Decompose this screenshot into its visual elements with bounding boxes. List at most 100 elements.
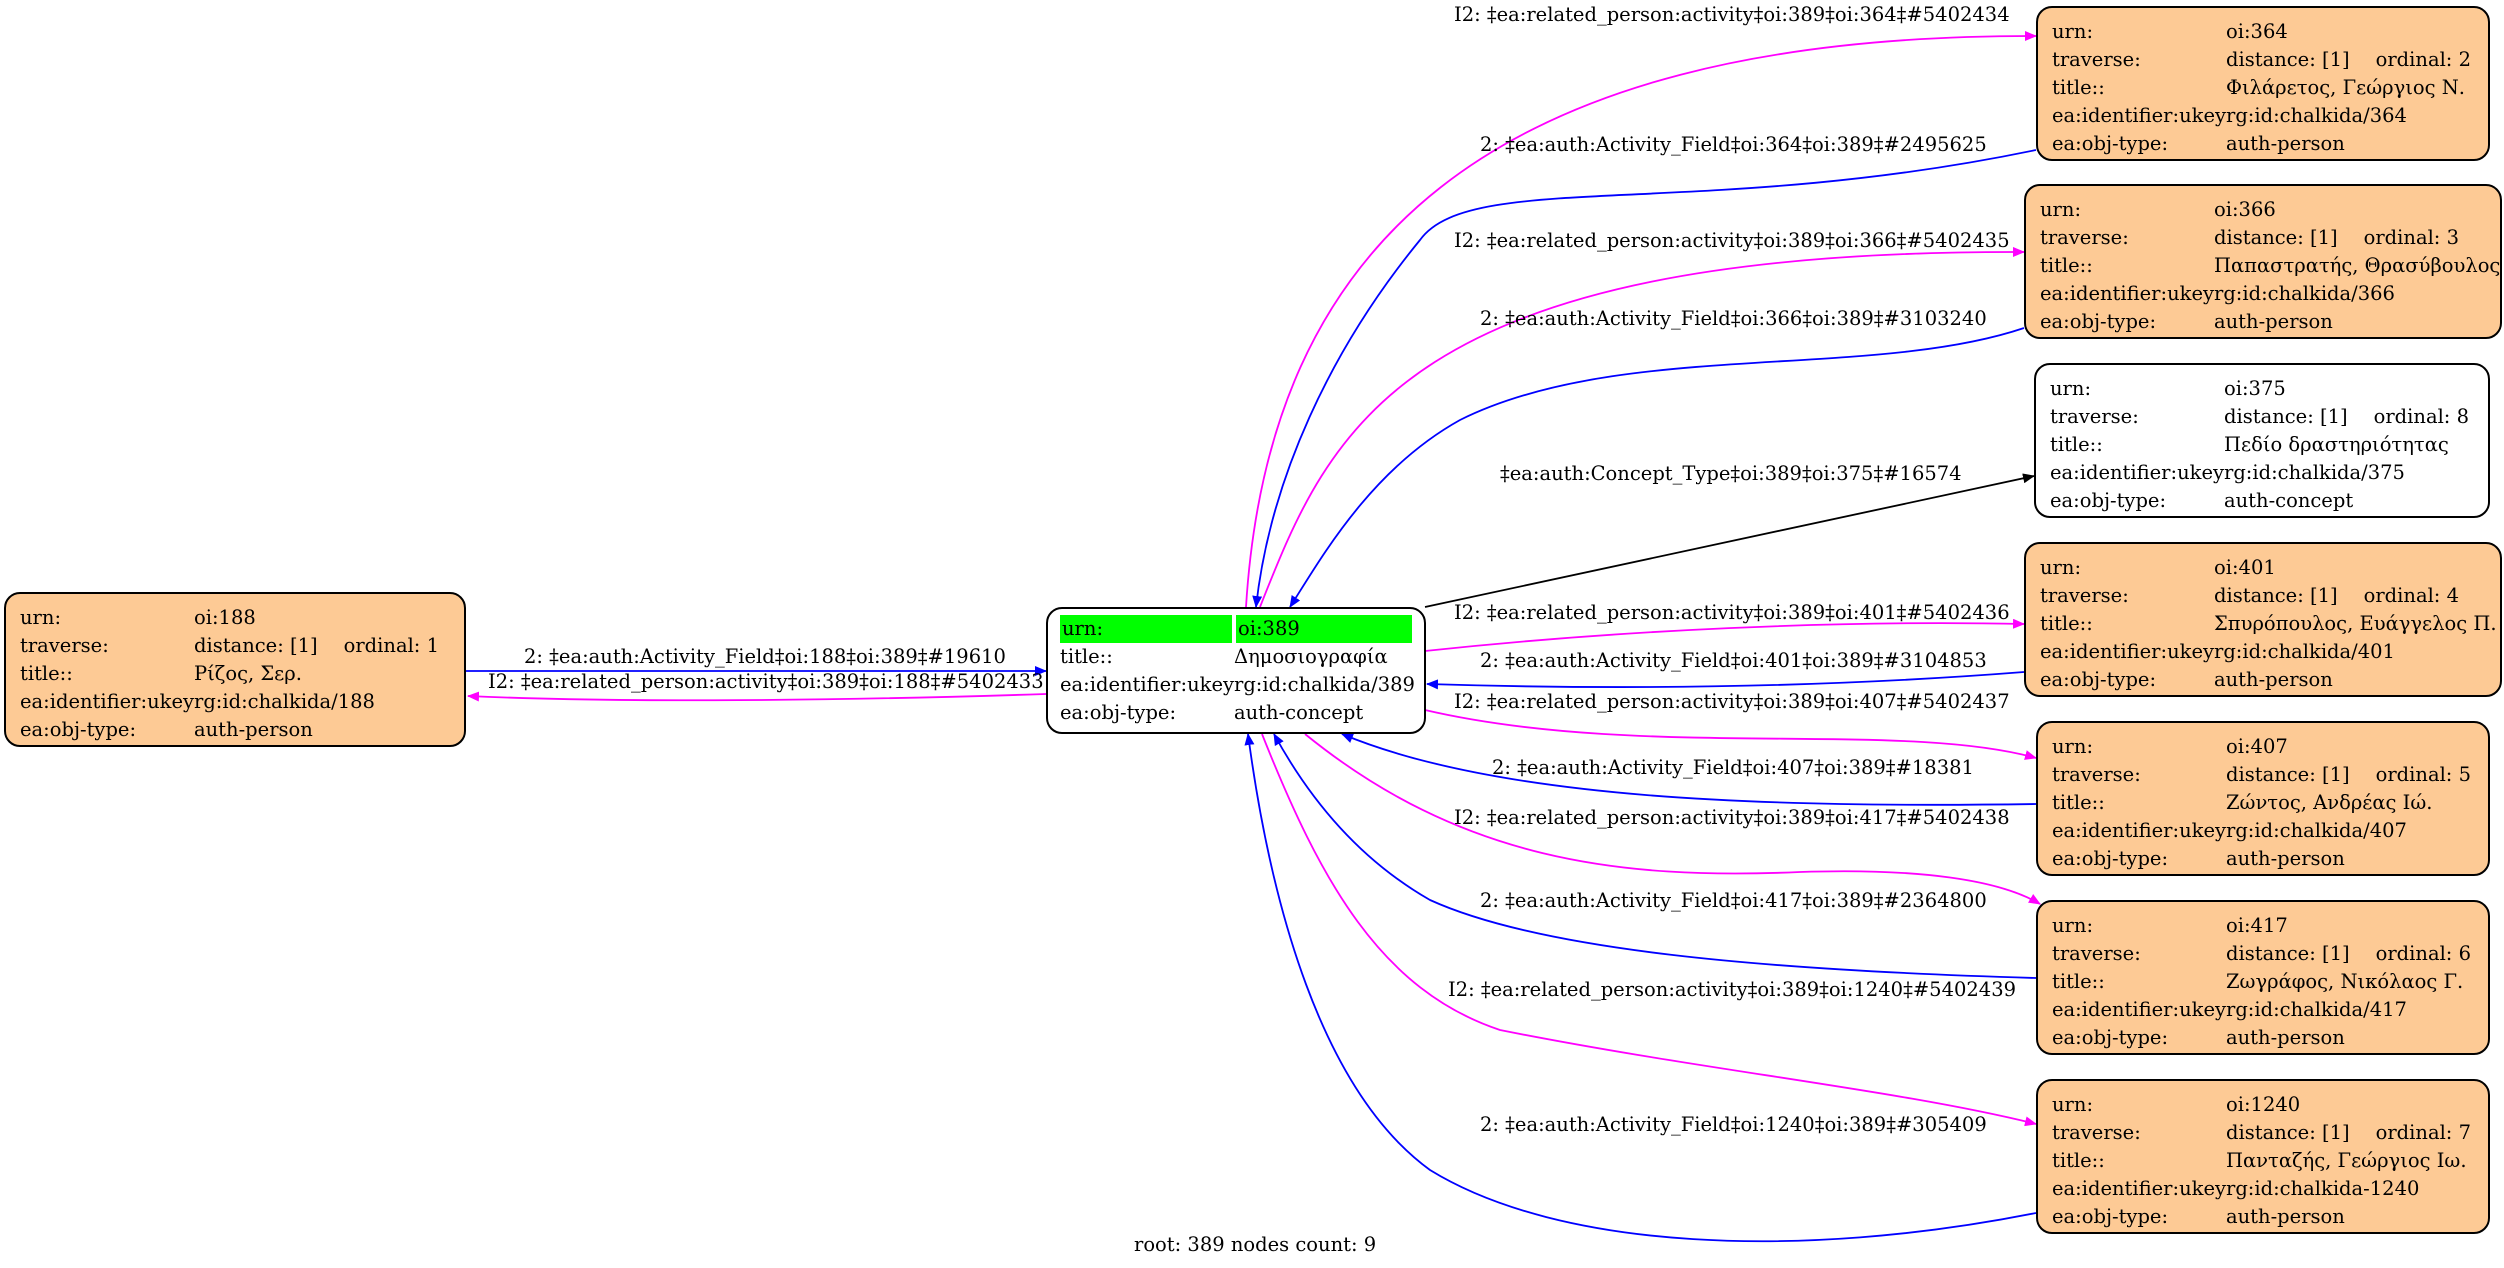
edge-label-activity-407: 2: ‡ea:auth:Activity_Field‡oi:407‡oi:389… (1492, 756, 1974, 779)
edge-related-407 (1424, 709, 2037, 760)
objtype-label: ea:obj-type: (1060, 701, 1177, 724)
urn-label: urn: (2052, 735, 2094, 758)
ukey-label: ea:identifier:ukey (2040, 282, 2214, 305)
edge-activity-401 (1426, 671, 2025, 690)
ordinal-value: ordinal: 1 (343, 634, 439, 657)
distance-value: distance: [1] (2224, 405, 2348, 428)
distance-value: distance: [1] (194, 634, 318, 657)
ordinal-value: ordinal: 6 (2375, 942, 2471, 965)
distance-value: distance: [1] (2214, 226, 2338, 249)
title-label: title:: (2052, 1149, 2105, 1172)
objtype-label: ea:obj-type: (2050, 489, 2167, 512)
edge-activity-417 (1273, 733, 2037, 979)
title-label: title:: (2040, 254, 2093, 277)
objtype-label: ea:obj-type: (2052, 1026, 2169, 1049)
title-label: title:: (2050, 433, 2103, 456)
ukey-value: rg:id:chalkida/417 (2226, 998, 2407, 1021)
ukey-value: rg:id:chalkida/188 (194, 690, 375, 713)
title-value: Φιλάρετος, Γεώργιος Ν. (2226, 76, 2465, 99)
edge-activity-364 (1252, 149, 2037, 608)
ukey-value: rg:id:chalkida/401 (2214, 640, 2395, 663)
title-value: Σπυρόπουλος, Ευάγγελος Π. (2214, 612, 2497, 635)
urn-label: urn: (2040, 198, 2082, 221)
urn-value: oi:401 (2214, 556, 2276, 579)
node-oi-364[interactable]: urn: oi:364 traverse: distance: [1] ordinal… (2036, 6, 2490, 161)
edge-related-417 (1304, 733, 2041, 905)
urn-label: urn: (2052, 20, 2094, 43)
objtype-value: auth-person (2226, 132, 2345, 155)
edge-label-type-375: ‡ea:auth:Concept_Type‡oi:389‡oi:375‡#165… (1500, 462, 1962, 485)
objtype-value: auth-person (2226, 847, 2345, 870)
urn-value: oi:417 (2226, 914, 2288, 937)
edge-related-188 (467, 691, 1047, 702)
objtype-value: auth-person (194, 718, 313, 741)
ukey-value: rg:id:chalkida/407 (2226, 819, 2407, 842)
traverse-label: traverse: (2040, 584, 2129, 607)
ordinal-value: ordinal: 8 (2373, 405, 2469, 428)
urn-label: urn: (2050, 377, 2092, 400)
objtype-label: ea:obj-type: (2052, 132, 2169, 155)
ukey-label: ea:identifier:ukey (2052, 104, 2226, 127)
urn-label: urn: (2052, 1093, 2094, 1116)
urn-label: urn: (1060, 615, 1232, 643)
objtype-value: auth-person (2226, 1205, 2345, 1228)
node-oi-375[interactable]: urn: oi:375 traverse: distance: [1] ordinal… (2034, 363, 2490, 518)
title-label: title:: (20, 662, 73, 685)
distance-value: distance: [1] (2226, 1121, 2350, 1144)
edge-activity-407 (1341, 733, 2037, 806)
urn-label: urn: (2052, 914, 2094, 937)
node-oi-1240[interactable]: urn:oi:1240 traverse:distance: [1]ordina… (2036, 1079, 2490, 1234)
ordinal-value: ordinal: 3 (2363, 226, 2459, 249)
urn-value: oi:375 (2224, 377, 2286, 400)
urn-value: oi:407 (2226, 735, 2288, 758)
node-oi-417[interactable]: urn:oi:417 traverse:distance: [1]ordinal… (2036, 900, 2490, 1055)
ukey-value: rg:id:chalkida/366 (2214, 282, 2395, 305)
edge-related-401 (1424, 618, 2025, 652)
node-oi-401[interactable]: urn:oi:401 traverse:distance: [1]ordinal… (2024, 542, 2502, 697)
urn-value: oi:364 (2226, 20, 2288, 43)
title-value: Ζώντος, Ανδρέας Ιώ. (2226, 791, 2433, 814)
edge-label-activity-364: 2: ‡ea:auth:Activity_Field‡oi:364‡oi:389… (1480, 133, 1987, 156)
objtype-label: ea:obj-type: (2040, 310, 2157, 333)
title-label: title:: (2040, 612, 2093, 635)
objtype-value: auth-person (2226, 1026, 2345, 1049)
edge-label-related-188: I2: ‡ea:related_person:activity‡oi:389‡o… (488, 670, 1044, 693)
urn-label: urn: (20, 606, 62, 629)
ukey-value: rg:id:chalkida/364 (2226, 104, 2407, 127)
urn-value: oi:188 (194, 606, 256, 629)
traverse-label: traverse: (2040, 226, 2129, 249)
traverse-label: traverse: (2050, 405, 2139, 428)
edge-label-related-417: I2: ‡ea:related_person:activity‡oi:389‡o… (1454, 806, 2010, 829)
ordinal-value: ordinal: 2 (2375, 48, 2471, 71)
edge-activity-366 (1289, 327, 2025, 608)
root-node-oi-389[interactable]: urn:oi:389 title::Δημοσιογραφία ea:ident… (1046, 607, 1426, 734)
title-value: Πανταζής, Γεώργιος Ιω. (2226, 1149, 2467, 1172)
distance-value: distance: [1] (2226, 763, 2350, 786)
distance-value: distance: [1] (2226, 48, 2350, 71)
node-oi-407[interactable]: urn:oi:407 traverse:distance: [1]ordinal… (2036, 721, 2490, 876)
edge-label-related-366: I2: ‡ea:related_person:activity‡oi:389‡o… (1454, 229, 2010, 252)
ukey-value: rg:id:chalkida/375 (2224, 461, 2405, 484)
title-value: Ζωγράφος, Νικόλαος Γ. (2226, 970, 2464, 993)
node-oi-366[interactable]: urn: oi:366 traverse: distance: [1] ordinal… (2024, 184, 2502, 339)
traverse-label: traverse: (2052, 763, 2141, 786)
traverse-label: traverse: (2052, 1121, 2141, 1144)
ukey-label: ea:identifier:ukey (2040, 640, 2214, 663)
edge-related-1240 (1261, 733, 2037, 1127)
objtype-value: auth-concept (1234, 701, 1364, 724)
title-value: Δημοσιογραφία (1234, 645, 1388, 668)
edge-label-related-407: I2: ‡ea:related_person:activity‡oi:389‡o… (1454, 690, 2010, 713)
title-label: title:: (2052, 76, 2105, 99)
node-oi-188[interactable]: urn:oi:188 traverse:distance: [1]ordinal… (4, 592, 466, 747)
urn-value: oi:366 (2214, 198, 2276, 221)
ordinal-value: ordinal: 4 (2363, 584, 2459, 607)
traverse-label: traverse: (2052, 48, 2141, 71)
objtype-label: ea:obj-type: (2052, 847, 2169, 870)
title-value: Πεδίο δραστηριότητας (2224, 433, 2449, 456)
edge-related-366 (1259, 246, 2025, 608)
objtype-value: auth-person (2214, 310, 2333, 333)
title-value: Ρίζος, Σερ. (194, 662, 302, 685)
edge-related-364 (1245, 30, 2037, 608)
urn-label: urn: (2040, 556, 2082, 579)
